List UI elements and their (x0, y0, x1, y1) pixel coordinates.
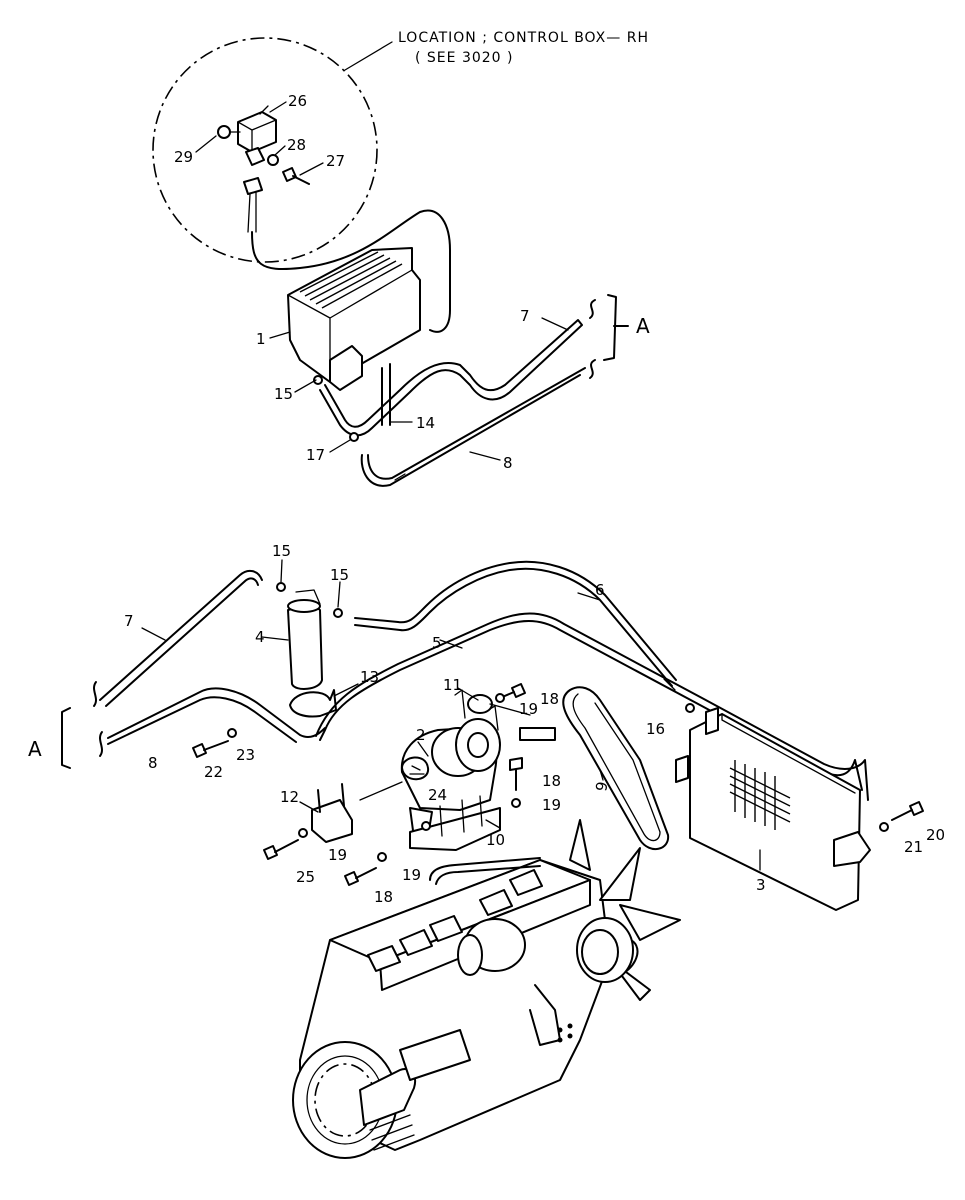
location-see-ref: ( SEE 3020 ) (415, 50, 513, 66)
lower-hose-part-7 (93, 569, 263, 707)
callout-29: 29 (174, 148, 193, 166)
section-mark-upper-a: A (636, 314, 650, 338)
callout-7-lower: 7 (124, 612, 134, 630)
nut-part-29 (217, 125, 231, 139)
part-24-nut (421, 821, 431, 831)
break-mark-upper (589, 299, 596, 319)
upper-hose-part-8 (360, 367, 586, 487)
o-ring-right-15 (333, 608, 343, 618)
condenser-part-3 (675, 707, 871, 911)
control-switch-part-26 (237, 111, 277, 233)
callout-28: 28 (287, 136, 306, 154)
washer-part-21 (879, 822, 889, 832)
callout-25: 25 (296, 868, 315, 886)
bolt-part-25 (263, 839, 299, 860)
callout-23: 23 (236, 746, 255, 764)
washer-part-19-c (495, 693, 505, 703)
callout-19-b: 19 (402, 866, 421, 884)
section-mark-lower-a: A (28, 737, 42, 761)
screw-part-27 (282, 167, 310, 185)
callout-18-c: 18 (374, 888, 393, 906)
o-ring-upper-15 (313, 375, 323, 385)
callout-4: 4 (255, 628, 265, 646)
o-ring-part-16 (685, 703, 695, 713)
callout-3: 3 (756, 876, 766, 894)
washer-part-28 (267, 154, 279, 166)
callout-14: 14 (416, 414, 435, 432)
location-label: LOCATION ; CONTROL BOX— RH (398, 30, 649, 46)
callout-15-right: 15 (330, 566, 349, 584)
upper-hose-part-7 (319, 319, 583, 437)
clamp-part-13 (289, 689, 337, 718)
drive-belt-part-9 (562, 686, 670, 850)
hose-part-5 (315, 612, 869, 801)
bolt-part-18-b (509, 757, 523, 791)
callout-7-upper: 7 (520, 307, 530, 325)
callout-21: 21 (904, 838, 923, 856)
receiver-drier-part-4 (287, 589, 323, 690)
manifold-block-part-12 (311, 783, 353, 843)
callout-27: 27 (326, 152, 345, 170)
callout-19-d: 19 (542, 796, 561, 814)
callout-12: 12 (280, 788, 299, 806)
callout-1: 1 (256, 330, 266, 348)
callout-16: 16 (646, 720, 665, 738)
callout-18-b: 18 (542, 772, 561, 790)
o-ring-left-15 (276, 582, 286, 592)
callout-15-upper: 15 (274, 385, 293, 403)
break-bracket-lower (61, 707, 71, 769)
callout-22: 22 (204, 763, 223, 781)
callout-24: 24 (428, 786, 447, 804)
compressor-part-2 (400, 689, 501, 839)
callout-15-left: 15 (272, 542, 291, 560)
callout-5: 5 (432, 634, 442, 652)
leader-lines (141, 101, 761, 871)
evaporator-unit-part-1 (287, 247, 421, 426)
callout-10: 10 (486, 831, 505, 849)
callout-8-upper: 8 (503, 454, 513, 472)
callout-20: 20 (926, 826, 945, 844)
o-ring-part-17 (349, 432, 359, 442)
bolt-part-18-c (344, 867, 377, 886)
callout-19-a: 19 (328, 846, 347, 864)
hose-part-6 (354, 560, 677, 691)
callout-19-c: 19 (519, 700, 538, 718)
callout-17: 17 (306, 446, 325, 464)
washer-part-19-b (377, 852, 387, 862)
bolt-part-20 (891, 801, 924, 821)
callout-8-lower: 8 (148, 754, 158, 772)
engine-assembly (292, 819, 681, 1159)
bolt-part-22 (192, 740, 229, 758)
callout-9: 9 (592, 780, 611, 793)
idler-part-11 (467, 694, 556, 741)
callout-11: 11 (443, 676, 462, 694)
washer-part-19-d (511, 798, 521, 808)
callout-2: 2 (416, 726, 426, 744)
callout-13: 13 (360, 668, 379, 686)
callout-18-a: 18 (540, 690, 559, 708)
washer-part-23 (227, 728, 237, 738)
mounting-bracket-part-10 (409, 795, 501, 851)
washer-part-19-a (298, 828, 308, 838)
callout-6: 6 (595, 581, 605, 599)
location-detail-circle: LOCATION ; CONTROL BOX— RH ( SEE 3020 ) (152, 30, 649, 333)
callout-26: 26 (288, 92, 307, 110)
